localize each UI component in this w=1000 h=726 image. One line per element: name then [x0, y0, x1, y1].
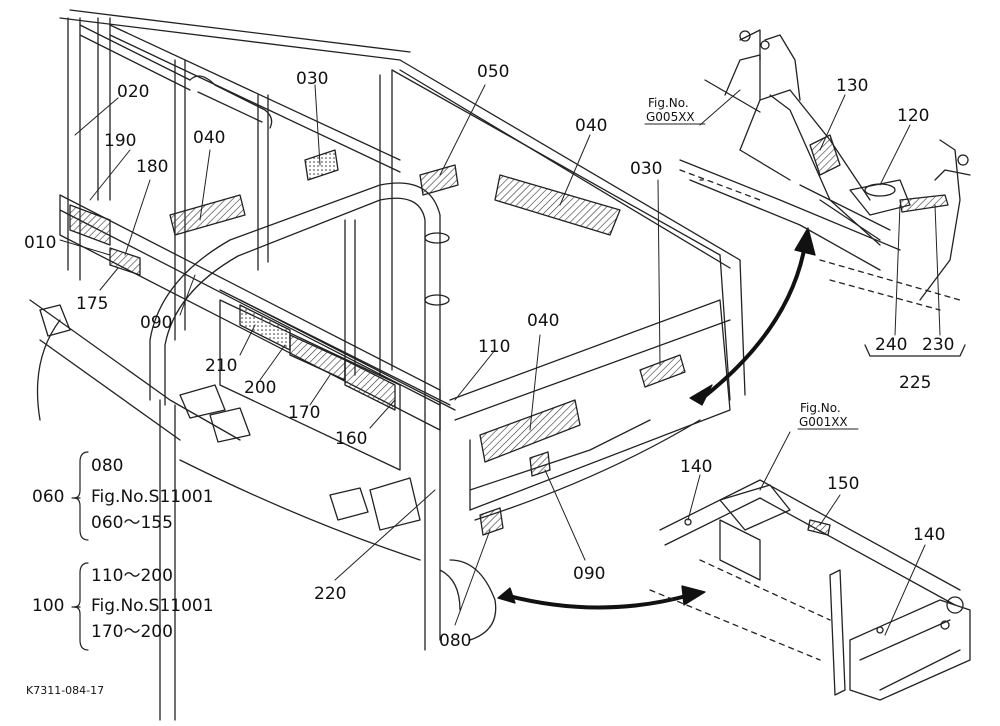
arrows: [497, 227, 816, 610]
cargo-bed: [29, 69, 746, 521]
label-160: 160: [335, 429, 368, 449]
label-190: 190: [104, 131, 137, 151]
label-220: 220: [314, 584, 347, 604]
label-020: 020: [117, 82, 150, 102]
label-040-top: 040: [575, 116, 608, 136]
figref-g001-title: Fig.No.: [800, 401, 841, 415]
label-170: 170: [288, 403, 321, 423]
group-060-line3: 060～155: [91, 513, 173, 533]
group-braces: [71, 451, 89, 651]
label-225: 225: [899, 373, 932, 393]
label-200: 200: [244, 378, 277, 398]
group-060-line1: 080: [91, 456, 124, 476]
figref-g005-code: G005XX: [646, 110, 695, 124]
label-130: 130: [836, 76, 869, 96]
label-040-left: 040: [193, 128, 226, 148]
detail-g005: [679, 29, 971, 357]
figref-g001-code: G001XX: [799, 415, 848, 429]
group-060-line2: Fig.No.S11001: [91, 487, 214, 507]
group-060-key: 060: [32, 487, 65, 507]
drawing-code: K7311-084-17: [26, 684, 105, 697]
label-030-top: 030: [296, 69, 329, 89]
label-240: 240: [875, 335, 908, 355]
label-180: 180: [136, 157, 169, 177]
label-010: 010: [24, 233, 57, 253]
label-175: 175: [76, 294, 109, 314]
group-100-key: 100: [32, 596, 65, 616]
label-040-lower: 040: [527, 311, 560, 331]
group-100-line2: Fig.No.S11001: [91, 596, 214, 616]
label-120: 120: [897, 106, 930, 126]
label-080-bottom: 080: [439, 631, 472, 651]
fender: [179, 459, 497, 641]
roll-bar: [149, 182, 450, 721]
rops-frame: [59, 9, 741, 381]
group-100-line1: 110～200: [91, 566, 173, 586]
label-110: 110: [478, 337, 511, 357]
label-050: 050: [477, 62, 510, 82]
leader-lines: [59, 84, 941, 636]
label-230: 230: [922, 335, 955, 355]
detail-g001: [649, 479, 971, 701]
seat-belts: [36, 304, 421, 531]
decals: [69, 149, 686, 536]
label-090-left: 090: [140, 313, 173, 333]
label-150: 150: [827, 474, 860, 494]
figref-lines: [644, 123, 859, 430]
label-210: 210: [205, 356, 238, 376]
label-140-left: 140: [680, 457, 713, 477]
figref-g005-title: Fig.No.: [648, 96, 689, 110]
group-100-line3: 170～200: [91, 622, 173, 642]
label-090-right: 090: [573, 564, 606, 584]
label-030-right: 030: [630, 159, 663, 179]
label-140-right: 140: [913, 525, 946, 545]
